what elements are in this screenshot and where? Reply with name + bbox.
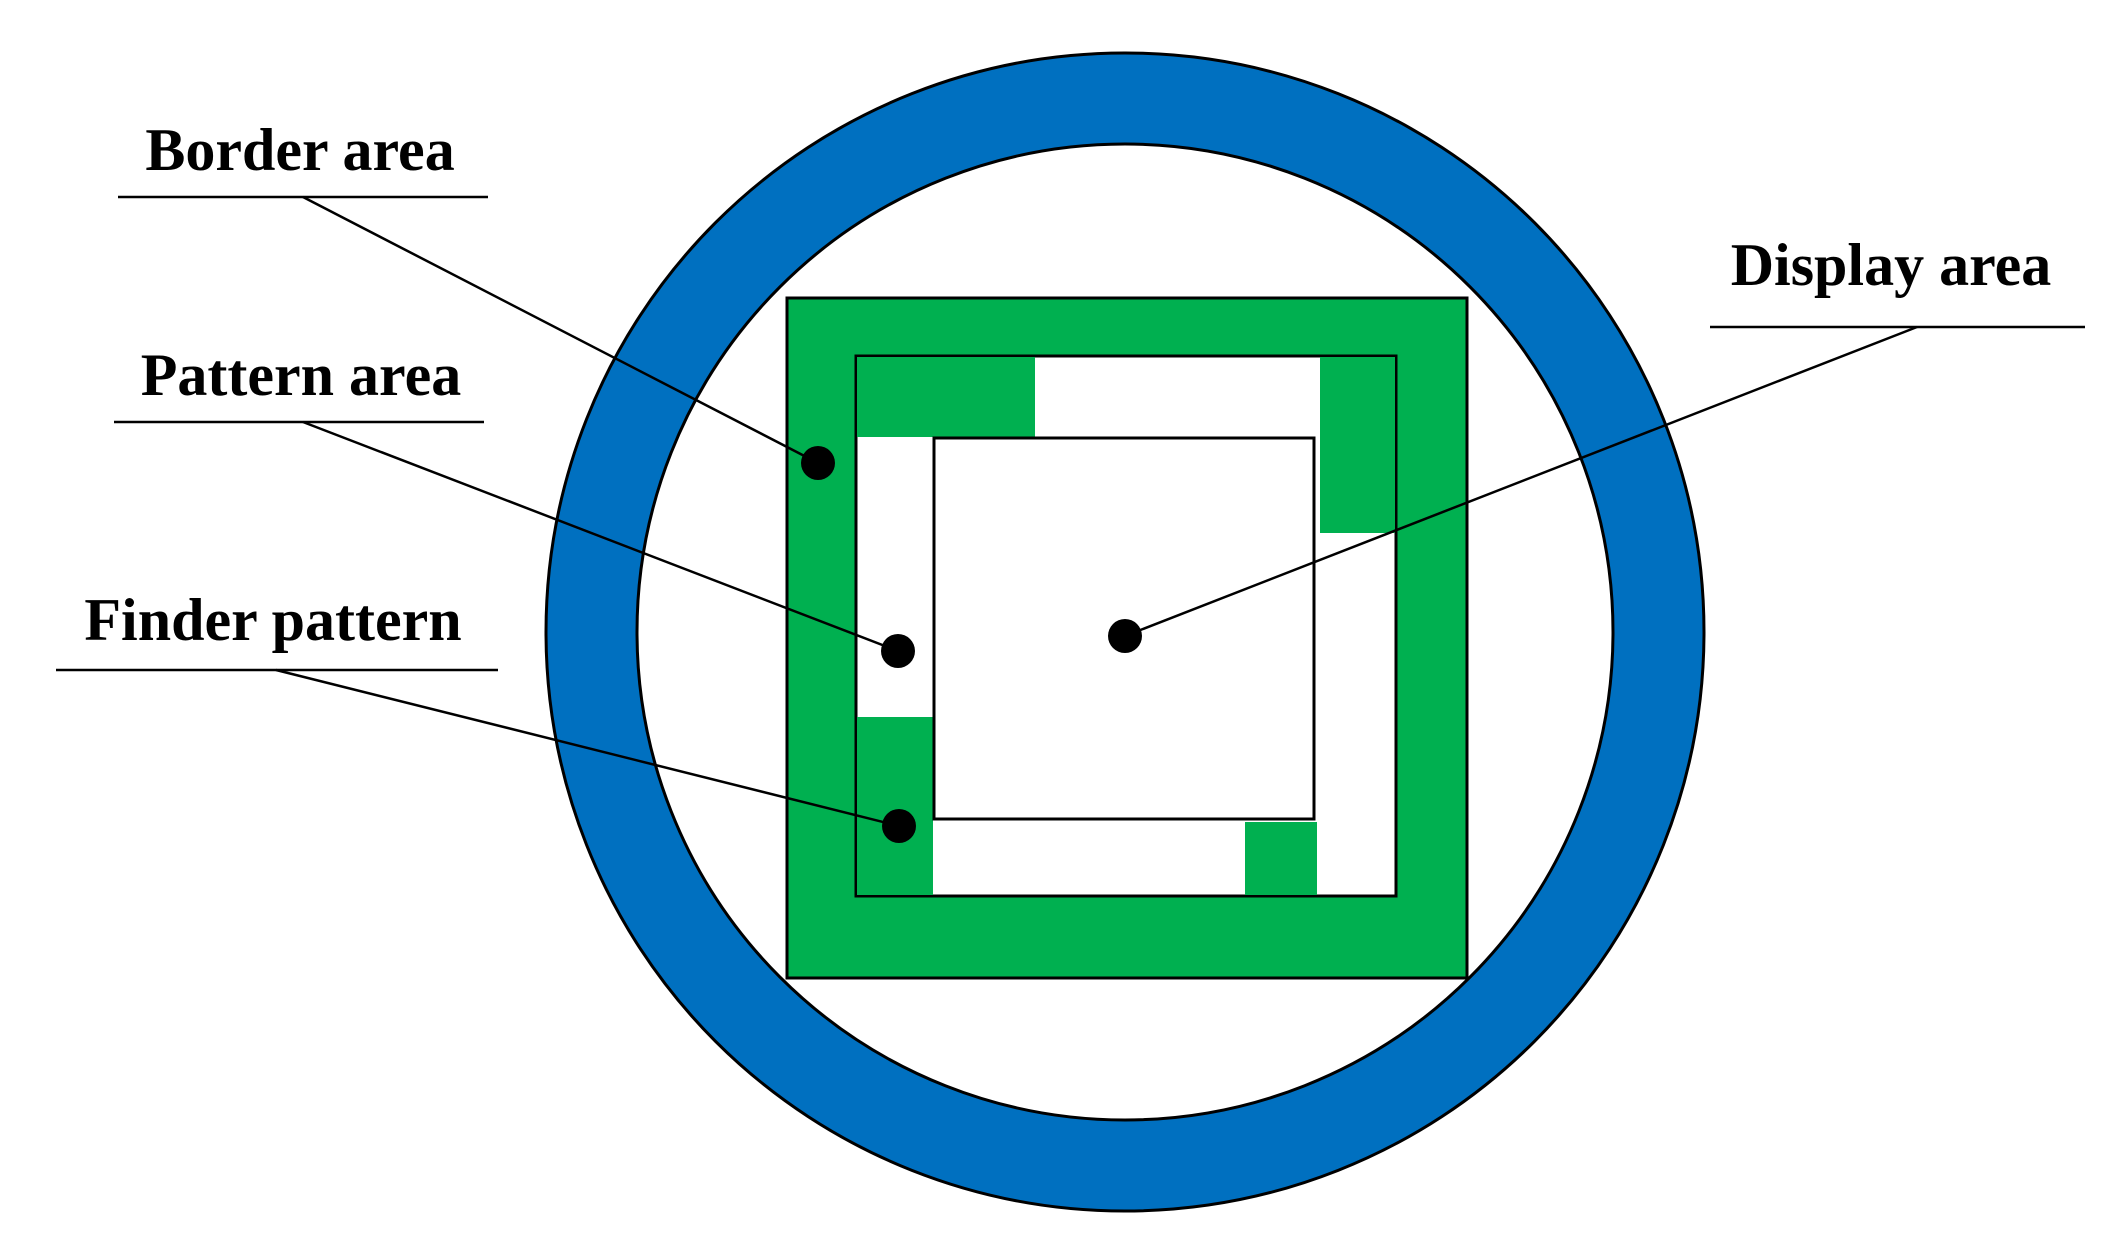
finder-pattern-bottom-left — [857, 717, 933, 895]
finder-pattern-leader — [275, 668, 900, 828]
finder-pattern-top-left — [857, 357, 1035, 437]
display-area-callout: Display area — [1108, 232, 2085, 653]
border-area-leader — [302, 195, 819, 465]
border-area-point — [801, 446, 835, 480]
display-area-label: Display area — [1731, 232, 2052, 298]
finder-pattern-bottom-right — [1245, 822, 1317, 895]
pattern-area-leader — [302, 420, 899, 653]
finder-pattern-callout: Finder pattern — [56, 587, 916, 843]
pattern-area-callout: Pattern area — [114, 342, 915, 668]
display-area-point — [1108, 619, 1142, 653]
display-area-leader — [1124, 325, 1918, 638]
border-area-label: Border area — [145, 117, 454, 183]
finder-pattern-label: Finder pattern — [84, 587, 461, 653]
pattern-area-point — [881, 634, 915, 668]
finder-pattern-top-right — [1320, 357, 1395, 533]
border-area-callout: Border area — [118, 117, 835, 480]
pattern-area-label: Pattern area — [141, 342, 461, 408]
finder-pattern-point — [882, 809, 916, 843]
